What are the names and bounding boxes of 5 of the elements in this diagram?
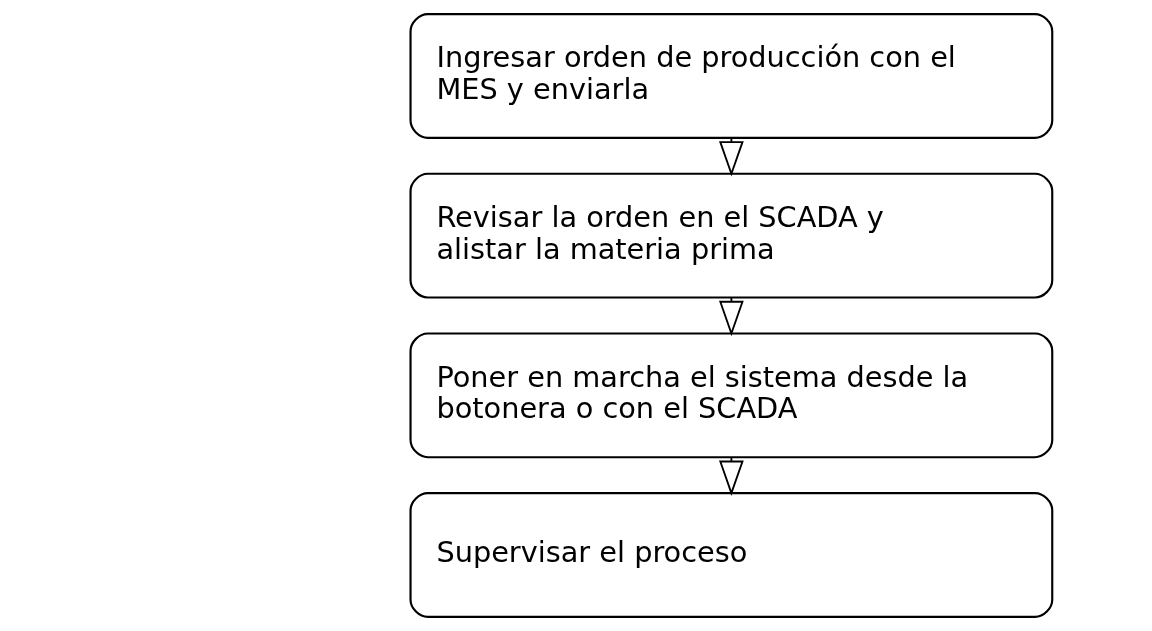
node-box: Supervisar el proceso <box>409 492 1054 618</box>
node-box: Poner en marcha el sistema desde la botonera o con el SCADA <box>409 332 1054 459</box>
node-box: Revisar la orden en el SCADA y alistar la materia prima <box>409 172 1054 299</box>
arrow <box>719 456 744 496</box>
node-box: Ingresar orden de producción con el MES y enviarla <box>409 13 1054 139</box>
